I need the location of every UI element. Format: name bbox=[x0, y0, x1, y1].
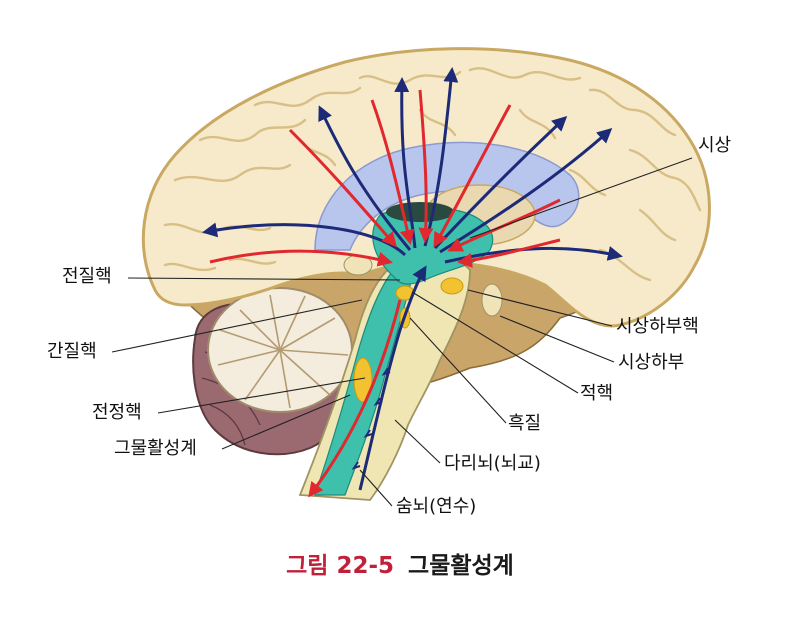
leader-line bbox=[409, 317, 507, 424]
label-hypothalamus: 시상하부 bbox=[618, 352, 685, 373]
label-pons: 다리뇌(뇌교) bbox=[444, 453, 541, 474]
leader-line bbox=[394, 419, 441, 464]
label-vestibular-nucleus: 전정핵 bbox=[92, 402, 142, 423]
arrow-blue bbox=[318, 105, 412, 251]
leader-line bbox=[157, 377, 366, 414]
arrow-red bbox=[433, 104, 512, 248]
arrow-red bbox=[418, 89, 434, 243]
label-medulla: 숨뇌(연수) bbox=[396, 496, 477, 517]
label-reticular-formation: 그물활성계 bbox=[114, 438, 197, 459]
arrow-red bbox=[308, 299, 402, 498]
arrow-blue bbox=[423, 67, 459, 247]
nucleus-yellow bbox=[440, 277, 464, 295]
label-subthalamic-nucleus: 시상하부핵 bbox=[616, 316, 699, 337]
leader-line bbox=[127, 277, 401, 281]
leader-line bbox=[359, 469, 393, 507]
leader-line bbox=[467, 289, 613, 327]
figure-number: 그림 22-5 bbox=[286, 553, 395, 579]
label-red-nucleus: 적핵 bbox=[580, 383, 614, 404]
arrow-blue bbox=[358, 265, 427, 491]
label-thalamus: 시상 bbox=[698, 135, 732, 156]
label-substantia-nigra: 흑질 bbox=[508, 413, 542, 434]
leader-line bbox=[111, 299, 363, 353]
arrow-red bbox=[209, 249, 393, 267]
thalamus-dark-core bbox=[386, 202, 454, 222]
label-vestibulocochlear-nucleus: 전질핵 bbox=[62, 266, 112, 287]
leader-line bbox=[499, 315, 615, 363]
arrow-blue bbox=[433, 115, 568, 250]
leader-line bbox=[469, 157, 693, 239]
arrow-red bbox=[288, 128, 397, 248]
leader-line bbox=[411, 291, 579, 394]
arrow-red bbox=[370, 99, 415, 245]
label-interstitial-nucleus: 간질핵 bbox=[47, 341, 97, 362]
figure-title: 그물활성계 bbox=[408, 553, 514, 579]
arrow-red bbox=[457, 238, 561, 268]
leader-line bbox=[221, 394, 351, 450]
figure-caption: 그림 22-5 그물활성계 bbox=[0, 555, 800, 578]
